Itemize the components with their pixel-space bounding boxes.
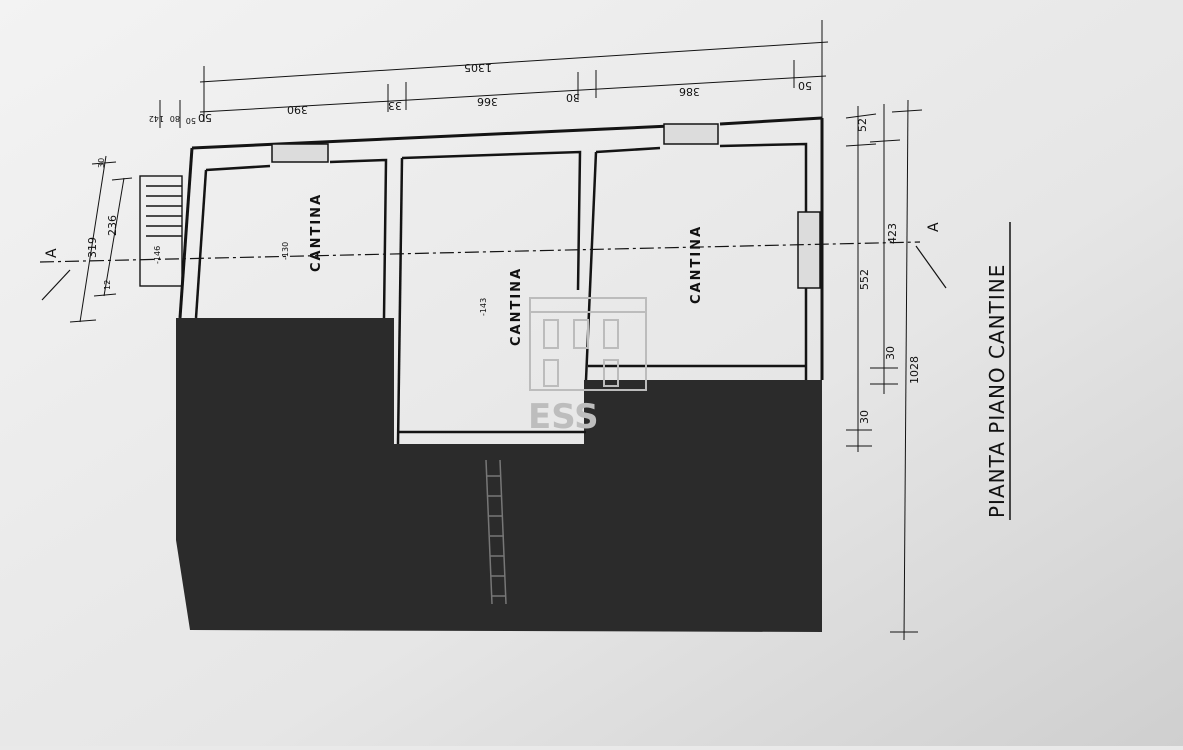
right-dim-seg-3: 423 <box>886 223 899 244</box>
room-label-3: CANTINA <box>689 225 704 304</box>
right-dimension-lines <box>845 99 923 641</box>
watermark-text: ESS <box>528 397 599 437</box>
top-dim-total: 1305 <box>464 61 492 74</box>
left-dim-2: 319 <box>86 237 99 258</box>
section-marker-left: A <box>44 248 60 258</box>
entrance-stair <box>139 175 183 287</box>
right-dim-seg-2: 552 <box>858 269 871 290</box>
left-dimension-lines <box>69 155 133 323</box>
right-dim-seg-4: 30 <box>884 346 897 360</box>
top-dim-seg-6: 386 <box>679 85 700 98</box>
top-dim-seg-7: 50 <box>798 79 812 92</box>
top-dim-seg-5: 30 <box>566 91 580 104</box>
left-dim-4: 12 <box>103 280 112 290</box>
top-dim-small-1: 80 <box>170 114 180 123</box>
room-level-1: -130 <box>281 242 290 260</box>
windows <box>271 123 821 289</box>
unexcavated-area <box>176 318 822 632</box>
room-label-1: CANTINA <box>309 193 324 272</box>
entrance-level: -146 <box>153 246 162 264</box>
top-dimension-lines <box>159 20 829 128</box>
ladder <box>485 459 507 605</box>
left-dim-1: 30 <box>97 158 106 168</box>
window-1 <box>271 143 329 163</box>
window-2 <box>663 123 719 145</box>
top-dim-seg-1: 50 <box>198 111 212 124</box>
watermark-building <box>529 297 647 391</box>
top-dim-small-2: 50 <box>186 116 196 125</box>
right-dim-seg-1: 52 <box>856 118 869 132</box>
top-dim-small-3: 142 <box>149 114 164 123</box>
section-line <box>39 241 947 301</box>
top-dim-seg-2: 390 <box>287 103 308 116</box>
right-dim-seg-5: 30 <box>858 410 871 424</box>
room-level-2: -143 <box>479 298 488 316</box>
plan-title: PIANTA PIANO CANTINE <box>985 264 1009 518</box>
top-dim-seg-3: 33 <box>388 99 402 112</box>
section-marker-right: A <box>926 222 942 232</box>
room-label-2: CANTINA <box>509 267 524 346</box>
window-3 <box>797 211 821 289</box>
left-dim-3: 236 <box>106 215 119 236</box>
right-dim-total: 1028 <box>908 356 921 384</box>
top-dim-seg-4: 366 <box>477 95 498 108</box>
